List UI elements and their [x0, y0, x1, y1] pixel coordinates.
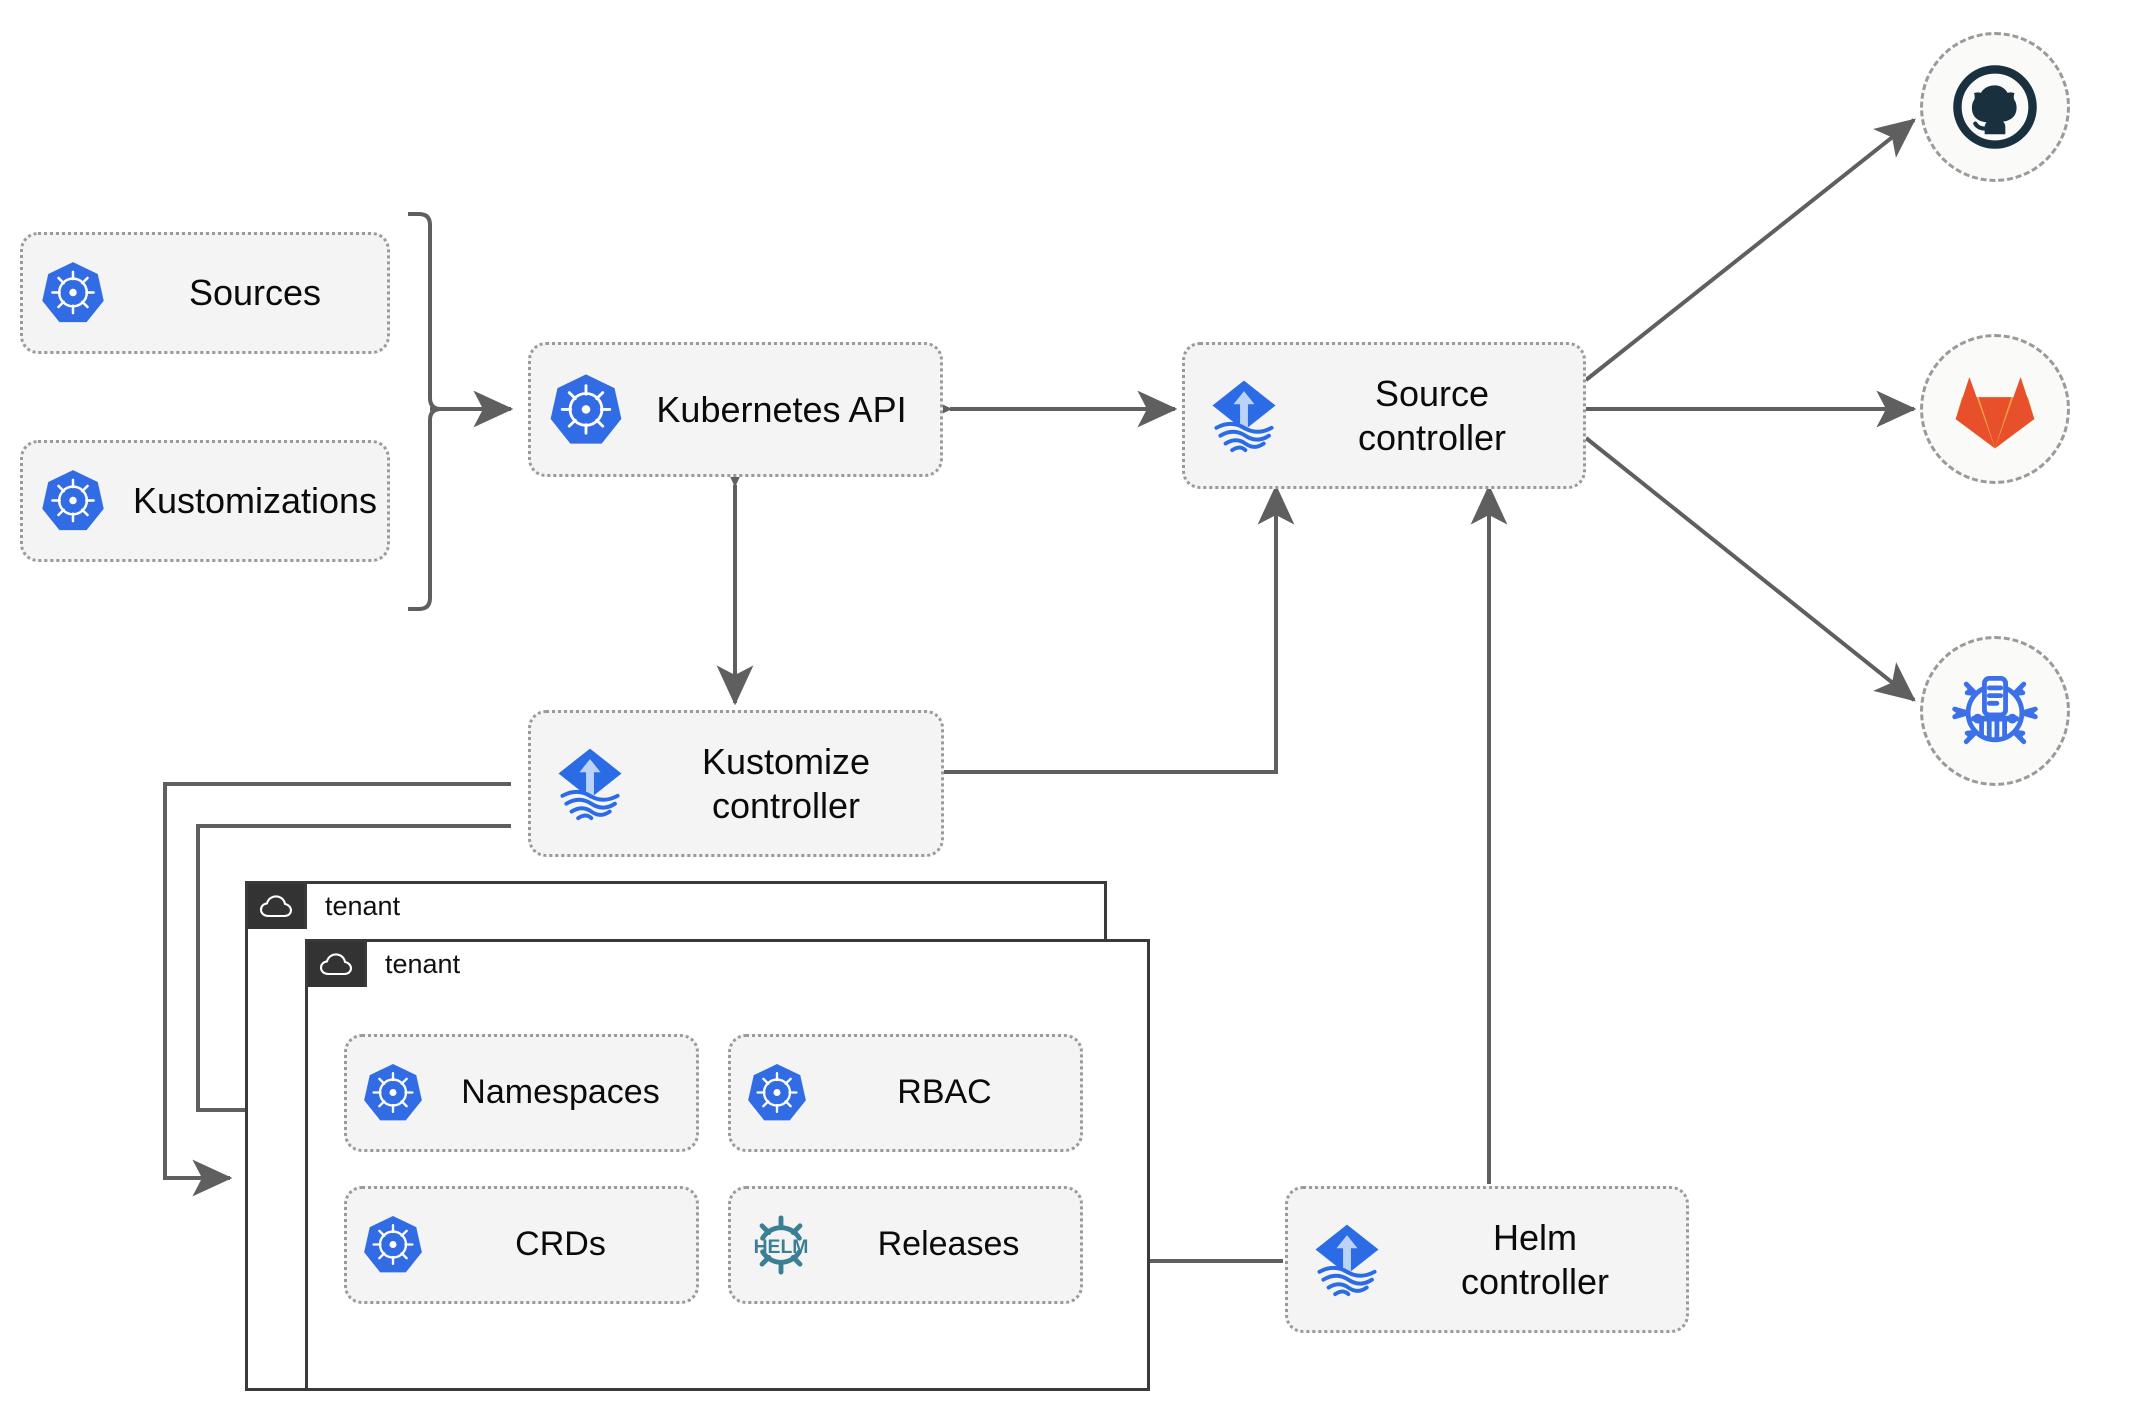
node-releases[interactable]: HELM Releases	[728, 1186, 1083, 1304]
node-label: Helm controller	[1460, 1216, 1610, 1302]
kubernetes-icon	[347, 1214, 439, 1276]
node-label: Releases	[877, 1225, 1020, 1264]
node-label: Sources	[188, 272, 322, 314]
node-kustomizations[interactable]: Kustomizations	[20, 440, 390, 562]
node-label: Namespaces	[461, 1073, 660, 1112]
tenant-window-2[interactable]: tenant Namespaces	[305, 939, 1150, 1391]
external-source-github[interactable]	[1920, 32, 2070, 182]
chart-repository-icon	[1952, 675, 2038, 745]
node-kubernetes-api[interactable]: Kubernetes API	[528, 342, 943, 477]
node-kustomize-controller[interactable]: Kustomize controller	[528, 710, 944, 857]
svg-text:HELM: HELM	[754, 1236, 809, 1258]
kubernetes-icon	[23, 468, 123, 534]
kubernetes-icon	[531, 372, 641, 448]
node-rbac[interactable]: RBAC	[728, 1034, 1083, 1152]
tenant-label: tenant	[325, 891, 401, 921]
external-source-gitlab[interactable]	[1920, 334, 2070, 484]
cloud-icon	[305, 939, 367, 987]
node-label: Source controller	[1357, 372, 1507, 458]
tenant-titlebar: tenant	[305, 939, 1150, 987]
flux-icon	[531, 742, 649, 826]
node-label: Kustomize controller	[701, 740, 871, 826]
node-label: Kustomizations	[132, 480, 378, 522]
kubernetes-icon	[731, 1062, 823, 1124]
node-source-controller[interactable]: Source controller	[1182, 342, 1586, 489]
node-label: RBAC	[897, 1073, 992, 1112]
node-label: Kubernetes API	[656, 388, 907, 430]
node-namespaces[interactable]: Namespaces	[344, 1034, 699, 1152]
flux-icon	[1288, 1218, 1406, 1302]
cloud-icon	[245, 881, 307, 929]
node-crds[interactable]: CRDs	[344, 1186, 699, 1304]
gitlab-icon	[1955, 376, 2035, 449]
flux-icon	[1185, 374, 1303, 458]
tenant-label: tenant	[385, 949, 461, 979]
tenant-titlebar: tenant	[245, 881, 1107, 929]
helm-icon: HELM	[731, 1214, 831, 1276]
github-icon	[1953, 65, 2037, 149]
tenant-label-wrap: tenant	[307, 881, 1107, 929]
node-helm-controller[interactable]: Helm controller	[1285, 1186, 1689, 1333]
tenant-label-wrap: tenant	[367, 939, 1150, 987]
kubernetes-icon	[347, 1062, 439, 1124]
external-source-chart-repository[interactable]	[1920, 636, 2070, 786]
kubernetes-icon	[23, 260, 123, 326]
node-sources[interactable]: Sources	[20, 232, 390, 354]
node-label: CRDs	[515, 1225, 606, 1264]
